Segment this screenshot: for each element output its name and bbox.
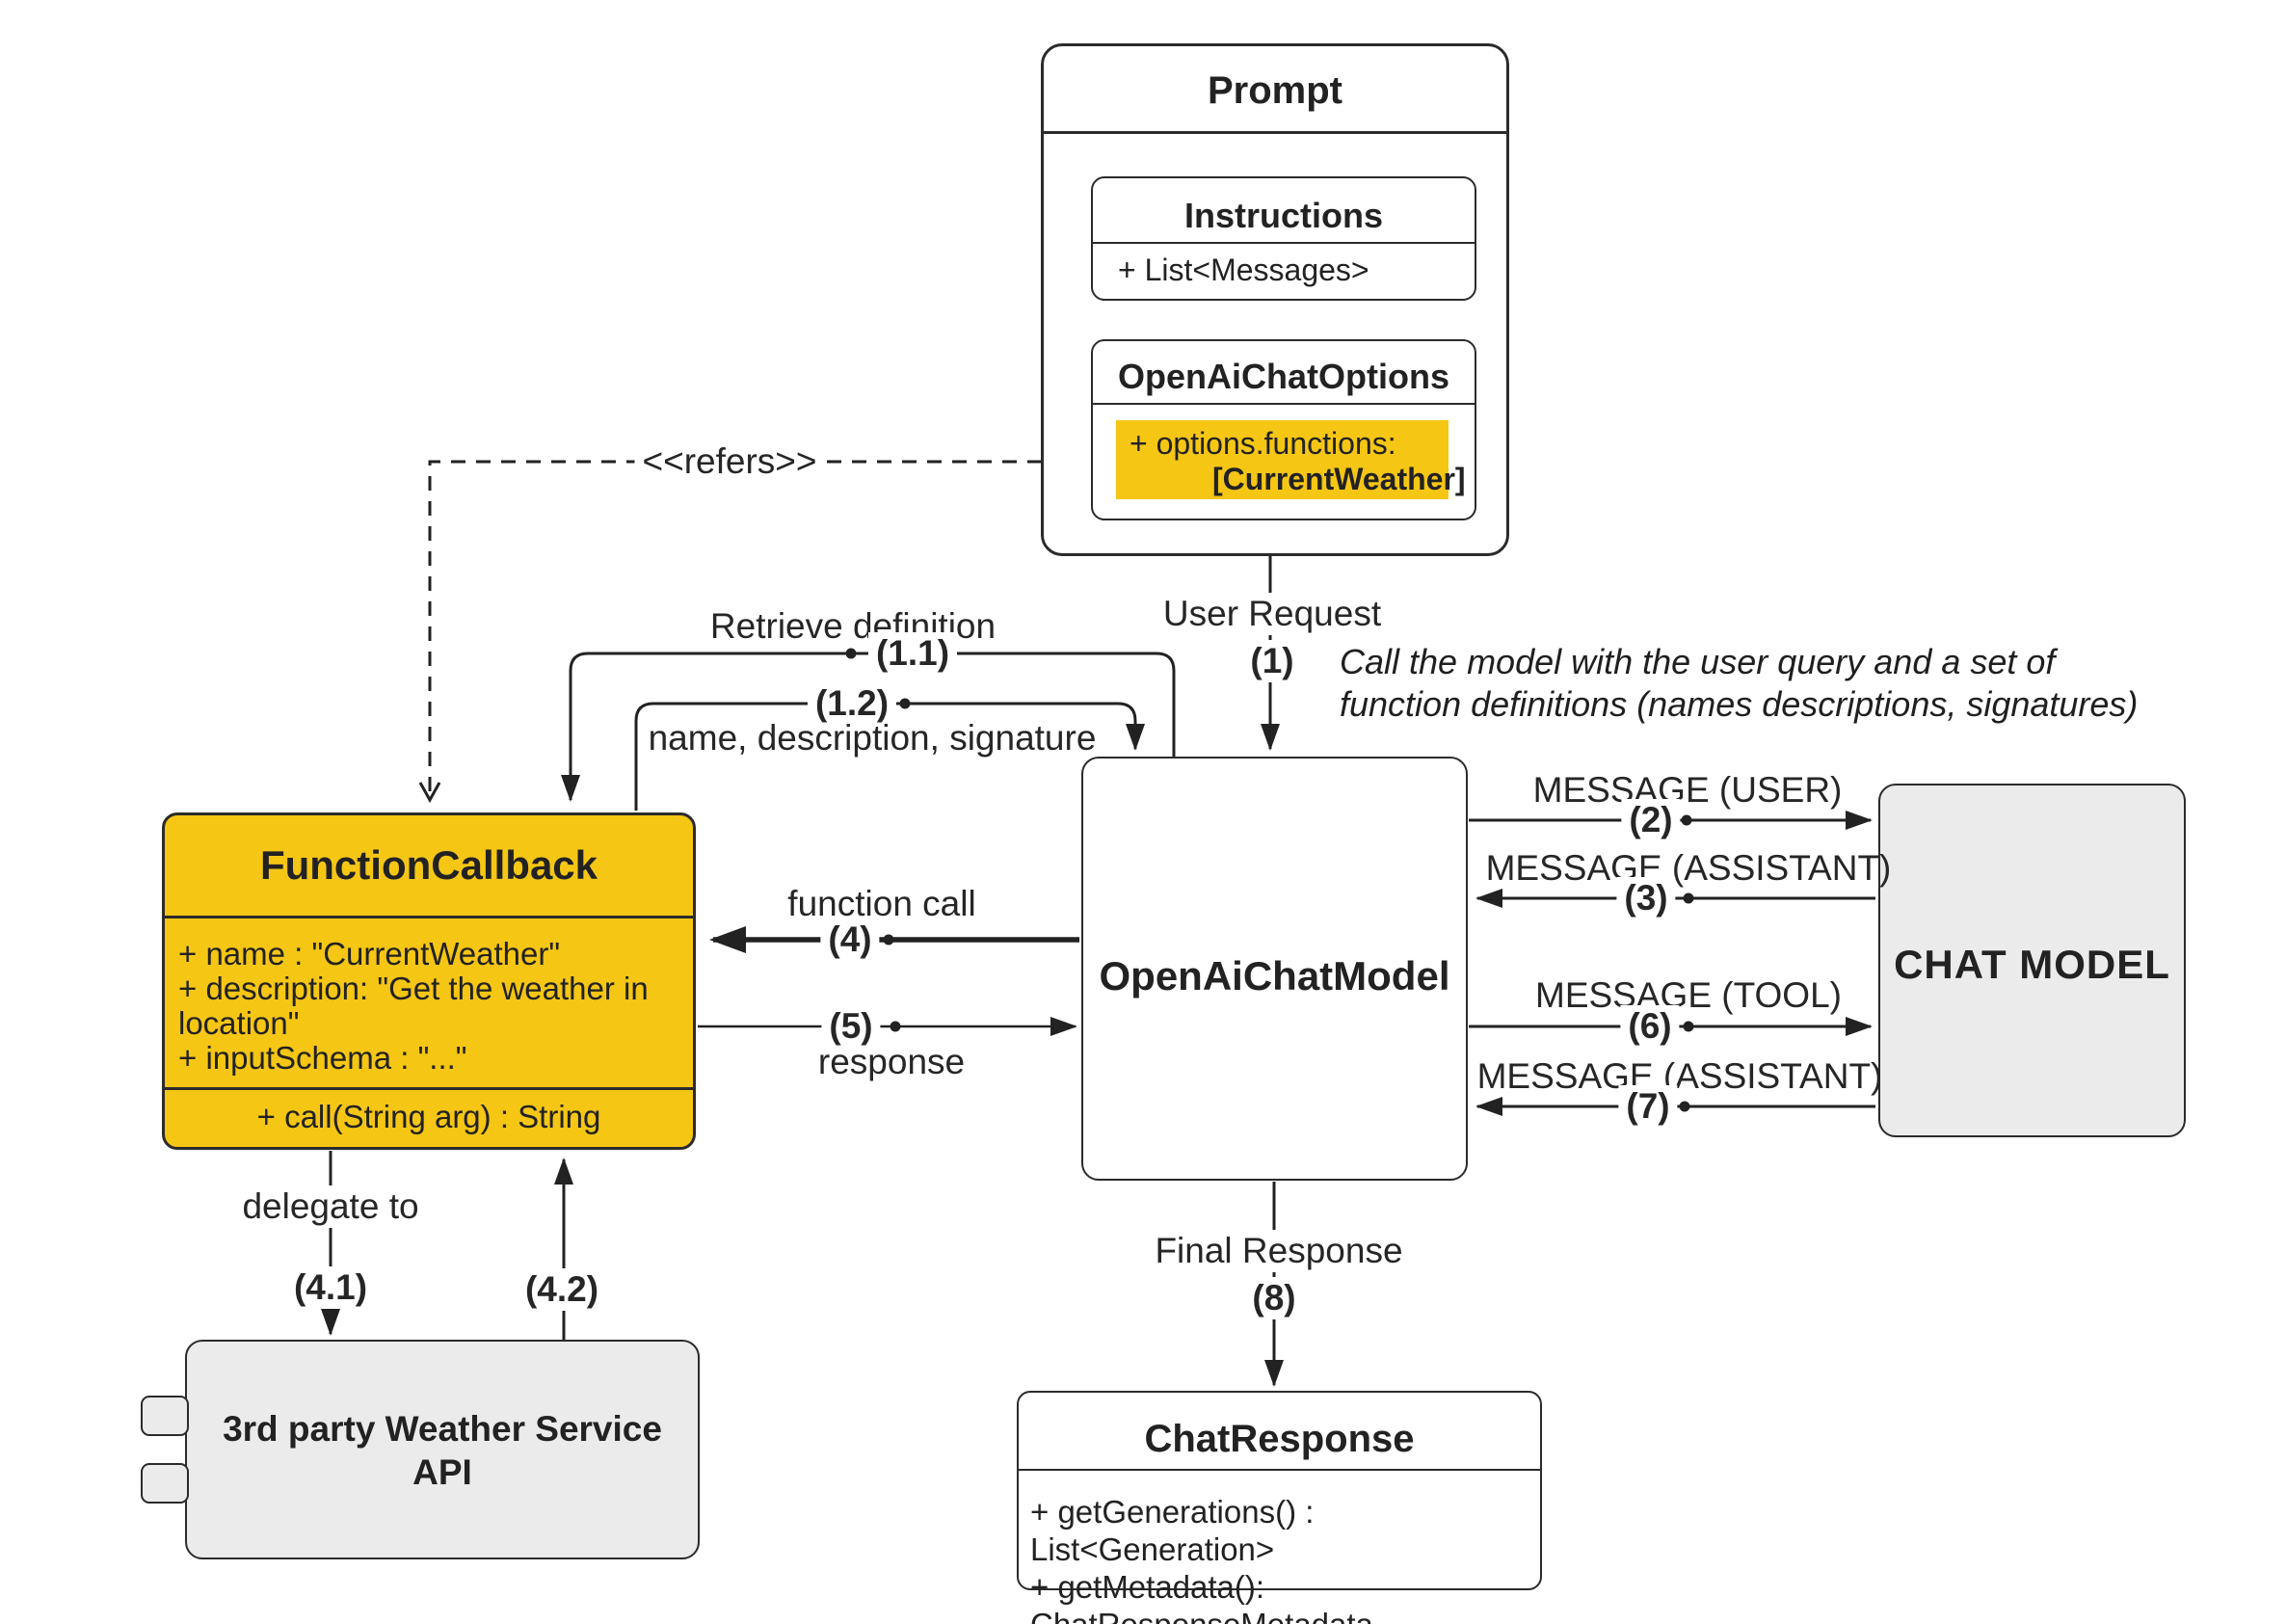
function-callback-separator-2 [165, 1087, 693, 1090]
function-callback-method: + call(String arg) : String [256, 1099, 601, 1134]
cr-method-get-generations: + getGenerations() : List<Generation> [1030, 1494, 1315, 1567]
weather-api-title: 3rd party Weather Service API [187, 1407, 698, 1494]
edge-refers-line [418, 460, 1117, 804]
dot-1-1 [845, 648, 857, 659]
label-message-user: MESSAGE (USER) [1532, 770, 1843, 810]
instructions-attribute: + List<Messages> [1118, 253, 1369, 287]
weather-api-title-line2: API [412, 1452, 472, 1492]
label-num-1: (1) [1242, 640, 1302, 682]
label-num-5: (5) [821, 1005, 881, 1048]
dot-4 [883, 934, 894, 945]
options-functions-highlight: + options.functions: [CurrentWeather] [1116, 420, 1466, 499]
function-callback-title: FunctionCallback [259, 842, 598, 888]
function-callback-attributes: + name : "CurrentWeather" + description:… [178, 937, 693, 1076]
openai-chat-model-title: OpenAiChatModel [1099, 953, 1450, 998]
fc-attr-input-schema: + inputSchema : "..." [178, 1040, 467, 1076]
openai-chat-options-title: OpenAiChatOptions [1118, 357, 1449, 396]
dot-1-2 [899, 698, 911, 709]
label-num-8: (8) [1244, 1277, 1304, 1319]
fc-attr-name: + name : "CurrentWeather" [178, 936, 561, 972]
dot-5 [890, 1021, 901, 1032]
label-num-4-1: (4.1) [285, 1266, 376, 1309]
label-user-request: User Request [1155, 593, 1390, 635]
label-num-3: (3) [1616, 877, 1676, 919]
label-function-call: function call [787, 884, 976, 923]
cr-method-get-metadata: + getMetadata(): ChatResponseMetadata [1030, 1569, 1373, 1624]
label-message-tool: MESSAGE (TOOL) [1535, 975, 1842, 1015]
annotation-line2: function definitions (names descriptions… [1340, 684, 2139, 724]
label-final-response: Final Response [1147, 1230, 1411, 1272]
chat-response-methods: + getGenerations() : List<Generation> + … [1030, 1493, 1540, 1624]
prompt-title: Prompt [1208, 69, 1342, 112]
label-num-6: (6) [1620, 1005, 1680, 1048]
chat-model-title: CHAT MODEL [1894, 942, 2170, 987]
function-callback-separator-1 [165, 916, 693, 918]
weather-api-title-line1: 3rd party Weather Service [223, 1409, 662, 1449]
label-num-2: (2) [1621, 799, 1681, 841]
dot-3 [1683, 892, 1694, 904]
function-callback-class-box: FunctionCallback + name : "CurrentWeathe… [162, 812, 696, 1150]
chat-response-class-box: ChatResponse + getGenerations() : List<G… [1017, 1391, 1542, 1624]
label-delegate-to: delegate to [234, 1185, 427, 1228]
label-num-7: (7) [1618, 1085, 1678, 1128]
dot-7 [1679, 1101, 1690, 1112]
fc-attr-description: + description: "Get the weather in locat… [178, 971, 649, 1041]
openai-chat-options-class-box: OpenAiChatOptions + options.functions: [… [1091, 339, 1476, 520]
openai-chat-options-separator [1093, 403, 1475, 405]
label-response: response [817, 1042, 966, 1081]
label-definition-return: name, description, signature [648, 718, 1097, 758]
component-port-icon [141, 1463, 189, 1504]
label-refers: <<refers>> [634, 440, 825, 483]
openai-chat-model-box: OpenAiChatModel [1081, 757, 1468, 1181]
label-num-4-2: (4.2) [517, 1268, 607, 1311]
label-num-1-1: (1.1) [867, 632, 958, 675]
dot-2 [1681, 814, 1692, 826]
prompt-separator [1044, 131, 1506, 134]
instructions-separator [1093, 242, 1475, 244]
annotation-call-model: Call the model with the user query and a… [1340, 641, 2138, 726]
weather-api-component-box: 3rd party Weather Service API [185, 1340, 700, 1559]
chat-response-separator [1019, 1469, 1540, 1471]
chat-response-title: ChatResponse [1144, 1418, 1415, 1460]
instructions-class-box: Instructions + List<Messages> [1091, 176, 1476, 301]
options-functions-line2: [CurrentWeather] [1212, 462, 1466, 496]
label-message-assistant-7: MESSAGE (ASSISTANT) [1476, 1056, 1883, 1096]
component-port-icon [141, 1396, 189, 1436]
options-functions-line1: + options.functions: [1130, 426, 1396, 461]
dot-6 [1683, 1021, 1694, 1032]
instructions-title: Instructions [1183, 196, 1383, 235]
label-num-1-2: (1.2) [807, 682, 897, 725]
label-num-4: (4) [820, 918, 880, 961]
label-message-assistant-3: MESSAGE (ASSISTANT) [1485, 848, 1892, 888]
annotation-line1: Call the model with the user query and a… [1340, 642, 2056, 681]
chat-model-box: CHAT MODEL [1878, 784, 2186, 1137]
